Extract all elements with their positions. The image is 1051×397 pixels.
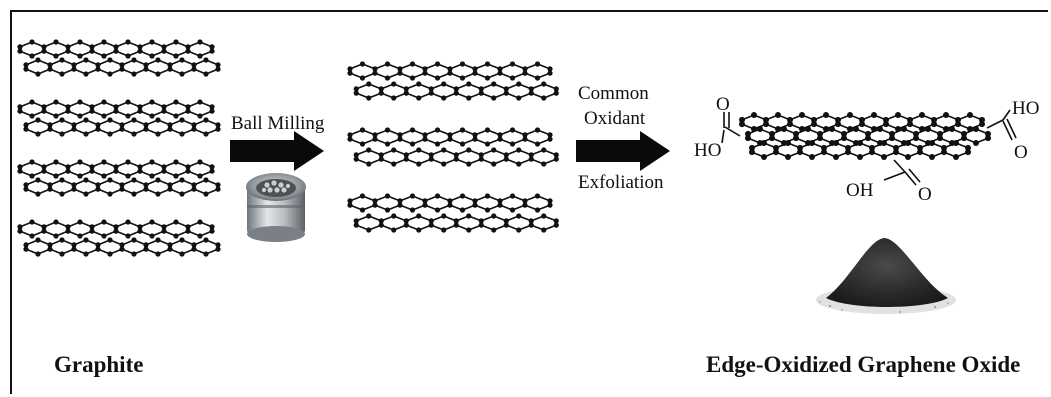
bottom-hydroxyl-oh: OH [846, 180, 874, 201]
product-caption: Edge-Oxidized Graphene Oxide [706, 352, 1021, 377]
right-hydroxyl-ho: HO [1012, 98, 1040, 119]
graphene-oxide-sheet [739, 112, 991, 160]
left-carboxyl-bonds [721, 112, 741, 144]
ball-milling-arrow [230, 131, 324, 171]
graphite-caption: Graphite [54, 352, 144, 377]
oxidant-label: Oxidant [584, 108, 646, 129]
ball-mill-jar-icon [246, 173, 306, 242]
bottom-carbonyl-o: O [918, 184, 932, 205]
oxidation-arrow [576, 131, 670, 171]
common-label: Common [578, 83, 649, 104]
right-carboxyl-bonds [986, 109, 1017, 141]
bottom-carboxyl-bonds [883, 159, 921, 186]
figure-frame [10, 10, 1048, 394]
left-carbonyl-o: O [716, 94, 730, 115]
ball-milling-label: Ball Milling [231, 113, 325, 134]
left-hydroxyl-ho: HO [694, 140, 722, 161]
right-carbonyl-o: O [1014, 142, 1028, 163]
exfoliation-label: Exfoliation [578, 172, 664, 193]
graphene-oxide-powder-icon [816, 238, 956, 314]
graphite-stack [17, 39, 221, 257]
expanded-graphite-stack [347, 61, 559, 233]
